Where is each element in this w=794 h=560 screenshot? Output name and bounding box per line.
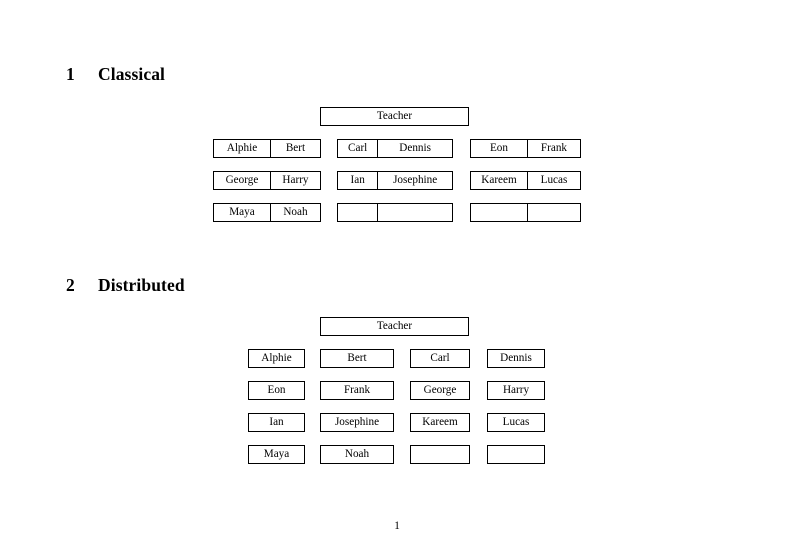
- table-row[interactable]: [337, 203, 453, 222]
- student-box[interactable]: Harry: [487, 381, 545, 400]
- section-title: Classical: [98, 64, 166, 84]
- section-number: 2: [66, 275, 75, 295]
- student-cell[interactable]: Harry: [269, 172, 320, 189]
- student-cell[interactable]: Dennis: [377, 140, 452, 157]
- student-cell[interactable]: Lucas: [526, 172, 580, 189]
- student-cell[interactable]: Maya: [229, 206, 255, 218]
- page-number: 1: [394, 520, 400, 532]
- teacher-box-distributed[interactable]: Teacher: [320, 317, 469, 336]
- table-row[interactable]: [470, 203, 581, 222]
- student-box[interactable]: Noah: [320, 445, 394, 464]
- section-title: Distributed: [98, 275, 185, 295]
- student-cell[interactable]: Josephine: [377, 172, 452, 189]
- student-box-empty[interactable]: [410, 445, 470, 464]
- student-cell-empty[interactable]: [471, 204, 527, 221]
- student-box[interactable]: Frank: [320, 381, 394, 400]
- student-box[interactable]: Lucas: [487, 413, 545, 432]
- table-row[interactable]: Carl Dennis: [337, 139, 453, 158]
- student-box[interactable]: Maya: [248, 445, 305, 464]
- student-box[interactable]: Bert: [320, 349, 394, 368]
- student-cell-empty[interactable]: [526, 204, 580, 221]
- section-heading-distributed: 2 Distributed: [66, 275, 185, 296]
- table-row[interactable]: Maya Noah: [213, 203, 321, 222]
- section-heading-classical: 1 Classical: [66, 64, 165, 85]
- student-cell-empty[interactable]: [338, 204, 377, 221]
- student-box[interactable]: Carl: [410, 349, 470, 368]
- student-cell[interactable]: Carl: [348, 142, 368, 154]
- student-box[interactable]: Ian: [248, 413, 305, 432]
- student-cell[interactable]: Frank: [526, 140, 580, 157]
- student-cell[interactable]: George: [225, 174, 259, 186]
- student-cell[interactable]: Kareem: [481, 174, 517, 186]
- table-row[interactable]: Alphie Bert: [213, 139, 321, 158]
- student-box[interactable]: Kareem: [410, 413, 470, 432]
- student-box[interactable]: Josephine: [320, 413, 394, 432]
- student-cell[interactable]: Ian: [350, 174, 365, 186]
- table-row[interactable]: Ian Josephine: [337, 171, 453, 190]
- section-number: 1: [66, 64, 75, 84]
- student-cell[interactable]: Alphie: [226, 142, 258, 154]
- student-box[interactable]: Eon: [248, 381, 305, 400]
- student-box[interactable]: Alphie: [248, 349, 305, 368]
- table-row[interactable]: George Harry: [213, 171, 321, 190]
- student-cell[interactable]: Noah: [269, 204, 320, 221]
- table-row[interactable]: Eon Frank: [470, 139, 581, 158]
- table-row[interactable]: Kareem Lucas: [470, 171, 581, 190]
- student-cell[interactable]: Bert: [269, 140, 320, 157]
- student-box[interactable]: George: [410, 381, 470, 400]
- student-box-empty[interactable]: [487, 445, 545, 464]
- student-cell[interactable]: Eon: [489, 142, 508, 154]
- student-cell-empty[interactable]: [377, 204, 452, 221]
- student-box[interactable]: Dennis: [487, 349, 545, 368]
- teacher-box-classical[interactable]: Teacher: [320, 107, 469, 126]
